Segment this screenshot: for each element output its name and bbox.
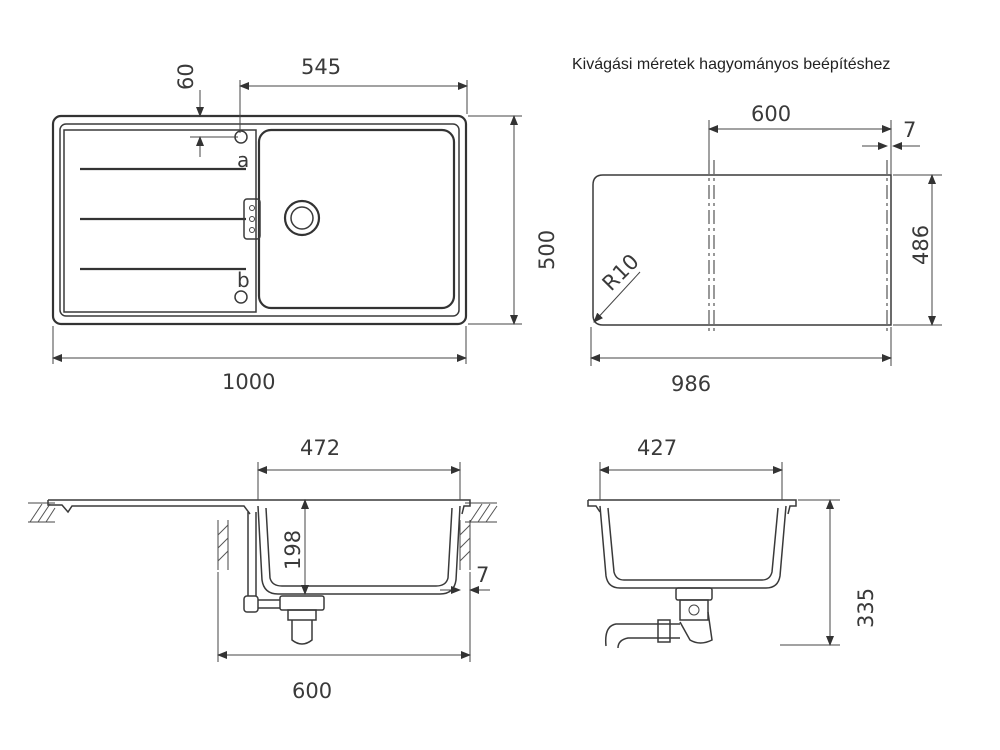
- dim-335-label: 335: [854, 588, 878, 628]
- drainboard-profile: [47, 500, 251, 515]
- top-view: a b 545 60 500 1000: [51, 55, 559, 394]
- cross-pipe-joint: [657, 619, 671, 643]
- cross-rim: [588, 499, 797, 515]
- cross-drain-hole: [688, 604, 700, 616]
- cross-section: 427 335: [587, 436, 878, 649]
- radius-label: R10: [598, 249, 644, 295]
- cabinet-wall-left: [217, 520, 229, 570]
- dim-427-label: 427: [637, 436, 677, 460]
- cabinet-wall-right: [459, 520, 471, 570]
- cross-outlet-pipe: [604, 623, 680, 649]
- dim-7-section-label: 7: [476, 563, 489, 587]
- label-b: b: [237, 268, 250, 292]
- overflow-hole: [249, 227, 255, 233]
- dim-545-label: 545: [301, 55, 341, 79]
- bowl-inner: [265, 507, 453, 587]
- cross-bowl-outer: [599, 505, 787, 589]
- overflow-hole: [249, 216, 255, 222]
- drain-nut: [287, 609, 317, 621]
- cutout-outline: [592, 174, 892, 326]
- dim-500-label: 500: [535, 230, 559, 270]
- overflow-elbow: [243, 595, 259, 613]
- overflow: [243, 198, 261, 240]
- dim-986-label: 986: [671, 372, 711, 396]
- dim-600-section-label: 600: [292, 679, 332, 703]
- cross-bowl-inner: [607, 507, 779, 581]
- drain-hole: [283, 199, 321, 237]
- drawing-title: Kivágási méretek hagyományos beépítéshez: [572, 56, 890, 73]
- sink-inner-rim: [59, 123, 460, 317]
- drain-outlet: [291, 620, 313, 645]
- countertop-right: [465, 502, 498, 523]
- drain-flange: [279, 595, 325, 611]
- sink-profile-top: [48, 499, 471, 515]
- countertop-left: [28, 502, 56, 523]
- drainboard-area: [63, 129, 257, 313]
- cross-trap: [679, 611, 713, 644]
- radius-leader: [593, 271, 641, 323]
- dim-60-label: 60: [174, 63, 198, 90]
- dim-600-cutout-label: 600: [751, 102, 791, 126]
- overflow-connector: [258, 599, 280, 609]
- cross-drain-flange: [675, 587, 713, 601]
- cross-drain-body: [679, 599, 709, 621]
- dim-472-label: 472: [300, 436, 340, 460]
- dim-1000-label: 1000: [222, 370, 275, 394]
- cutout-view: 600 7 486 R10 986: [590, 102, 942, 396]
- sink-bowl: [257, 128, 456, 310]
- overflow-pipe: [247, 512, 257, 596]
- sink-outline: [51, 114, 468, 326]
- bowl-outer: [257, 505, 461, 595]
- longitudinal-section: 472 198 7 600: [28, 436, 498, 703]
- overflow-hole: [249, 205, 255, 211]
- dim-7-cutout-label: 7: [903, 118, 916, 142]
- dim-198-label: 198: [281, 530, 305, 570]
- cross-rim-left: [587, 500, 601, 513]
- tap-hole-b: [234, 290, 248, 304]
- dim-486-label: 486: [909, 225, 933, 265]
- label-a: a: [237, 148, 249, 172]
- drain-hole-inner: [290, 206, 314, 230]
